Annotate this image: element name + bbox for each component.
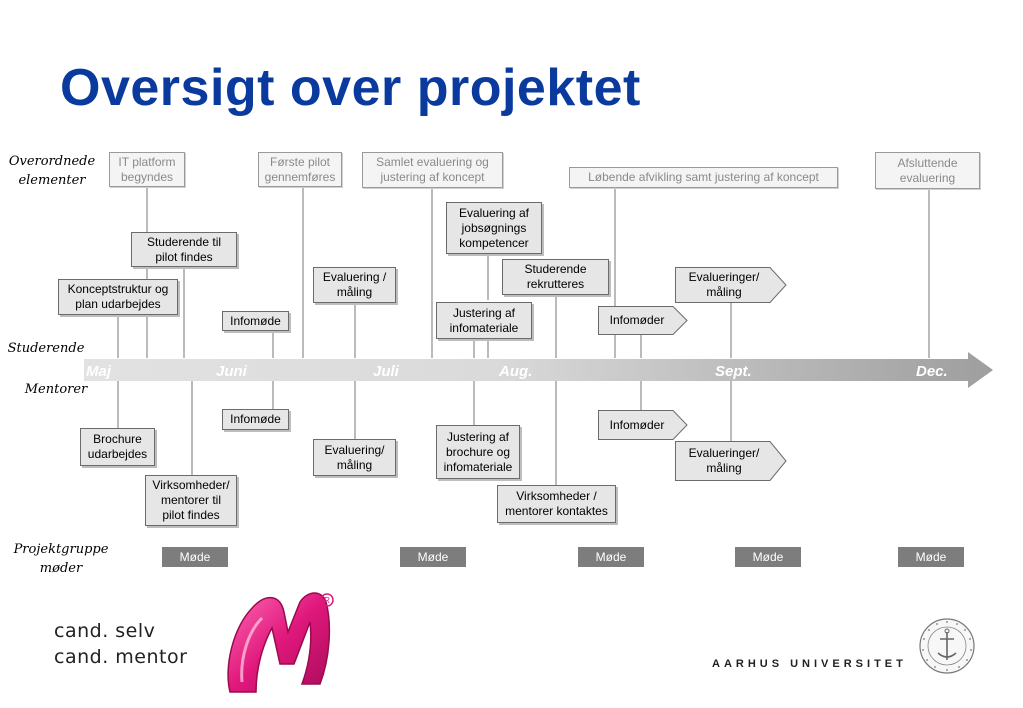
page-title: Oversigt over projektet bbox=[60, 59, 641, 117]
element-it-platform: IT platform begyndes bbox=[109, 152, 185, 187]
student-justering-infomateriale: Justering af infomateriale bbox=[436, 302, 532, 339]
student-studerende-rekrutteres: Studerende rekrutteres bbox=[502, 259, 609, 295]
mentor-evaluering-maling: Evaluering/ måling bbox=[313, 439, 396, 476]
student-infomoder: Infomøder bbox=[598, 306, 688, 335]
student-evaluering-jobsogning: Evaluering af jobsøgnings kompetencer bbox=[446, 202, 542, 254]
mentor-evalueringer-maling: Evalueringer/ måling bbox=[675, 441, 787, 481]
connector-lines bbox=[117, 187, 930, 485]
mentor-brochure: Brochure udarbejdes bbox=[80, 428, 155, 466]
row-label-studerende: Studerende bbox=[7, 341, 85, 356]
month-dec: Dec. bbox=[916, 363, 948, 380]
student-evalueringer-maling: Evalueringer/ måling bbox=[675, 267, 787, 303]
meeting-2: Møde bbox=[400, 547, 466, 567]
mentor-infomode: Infomøde bbox=[222, 409, 289, 430]
element-samlet-evaluering: Samlet evaluering og justering af koncep… bbox=[362, 152, 503, 188]
element-forste-pilot: Første pilot gennemføres bbox=[258, 152, 342, 187]
meeting-5: Møde bbox=[898, 547, 964, 567]
row-label-overordnede: Overordnede elementer bbox=[8, 154, 96, 188]
footer-cand-selv: cand. selv bbox=[54, 620, 156, 642]
footer-cand-mentor: cand. mentor bbox=[54, 646, 188, 668]
month-juni: Juni bbox=[216, 363, 247, 380]
meeting-3: Møde bbox=[578, 547, 644, 567]
university-name: AARHUS UNIVERSITET bbox=[712, 658, 907, 670]
svg-text:R: R bbox=[324, 596, 330, 605]
mentor-virksomheder-pilot: Virksomheder/ mentorer til pilot findes bbox=[145, 475, 237, 526]
mentor-justering-brochure: Justering af brochure og infomateriale bbox=[436, 425, 520, 479]
timeline-arrow bbox=[84, 352, 993, 388]
month-maj: Maj bbox=[86, 363, 112, 380]
element-afsluttende-evaluering: Afsluttende evaluering bbox=[875, 152, 980, 189]
student-infomode: Infomøde bbox=[222, 311, 289, 331]
student-evaluering-maling: Evaluering / måling bbox=[313, 267, 396, 303]
row-label-mentorer: Mentorer bbox=[24, 382, 88, 397]
university-seal bbox=[919, 618, 975, 674]
cand-mentor-logo: R bbox=[227, 592, 334, 693]
meeting-4: Møde bbox=[735, 547, 801, 567]
meeting-1: Møde bbox=[162, 547, 228, 567]
element-lobende-afvikling: Løbende afvikling samt justering af konc… bbox=[569, 167, 838, 188]
month-aug: Aug. bbox=[499, 363, 533, 380]
month-juli: Juli bbox=[373, 363, 399, 380]
student-studerende-pilot: Studerende til pilot findes bbox=[131, 232, 237, 267]
mentor-infomoder: Infomøder bbox=[598, 410, 688, 440]
student-konceptstruktur: Konceptstruktur og plan udarbejdes bbox=[58, 279, 178, 315]
month-sept: Sept. bbox=[715, 363, 752, 380]
mentor-virksomheder-kontaktes: Virksomheder / mentorer kontaktes bbox=[497, 485, 616, 523]
row-label-projektgruppe: Projektgruppe møder bbox=[13, 542, 109, 576]
